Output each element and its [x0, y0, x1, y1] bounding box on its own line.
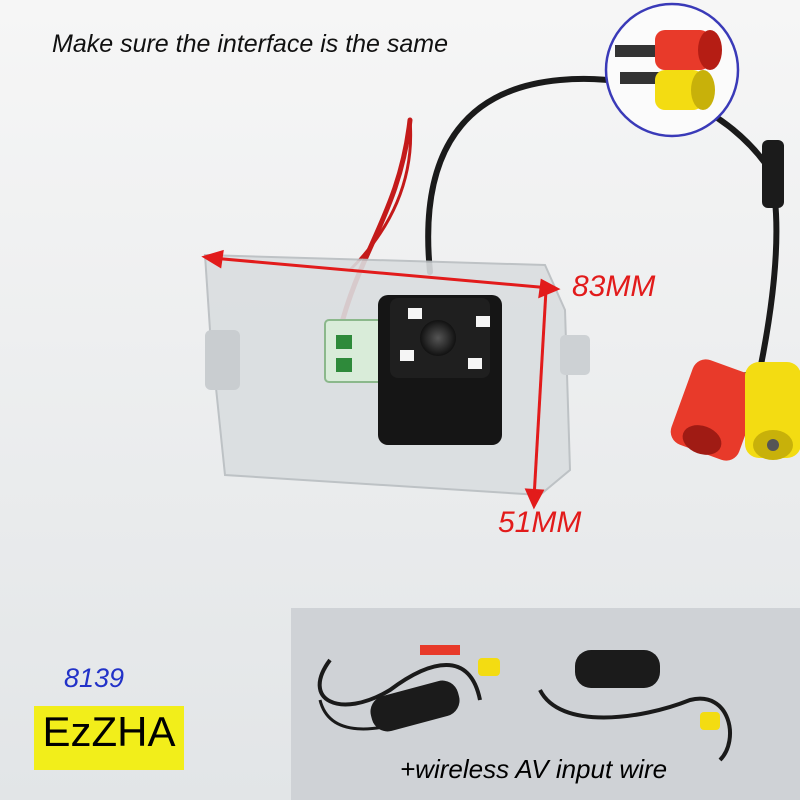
height-dimension-label: 51MM: [498, 506, 582, 539]
led-light: [468, 358, 482, 369]
dimension-arrows: [201, 249, 561, 510]
camera-lens: [420, 320, 456, 356]
bracket-slot: [560, 335, 590, 375]
headline: Make sure the interface is the same: [52, 30, 449, 58]
led-component: [336, 335, 352, 349]
brand-name: EzZHA: [42, 708, 176, 755]
camera-body: [378, 295, 502, 445]
led-board: [324, 319, 384, 383]
led-light: [476, 316, 490, 327]
led-light: [400, 350, 414, 361]
led-light: [408, 308, 422, 319]
width-dimension-label: 83MM: [572, 270, 656, 303]
bracket-slot: [205, 330, 240, 390]
rca-connectors: [670, 359, 800, 461]
inset-caption: +wireless AV input wire: [400, 754, 668, 784]
led-component: [336, 358, 352, 372]
wireless-inset-photo: [291, 608, 800, 800]
interface-inset: [604, 2, 740, 138]
model-number: 8139: [64, 663, 125, 693]
cable-ferrite: [762, 140, 784, 208]
brand-badge: [34, 706, 184, 770]
